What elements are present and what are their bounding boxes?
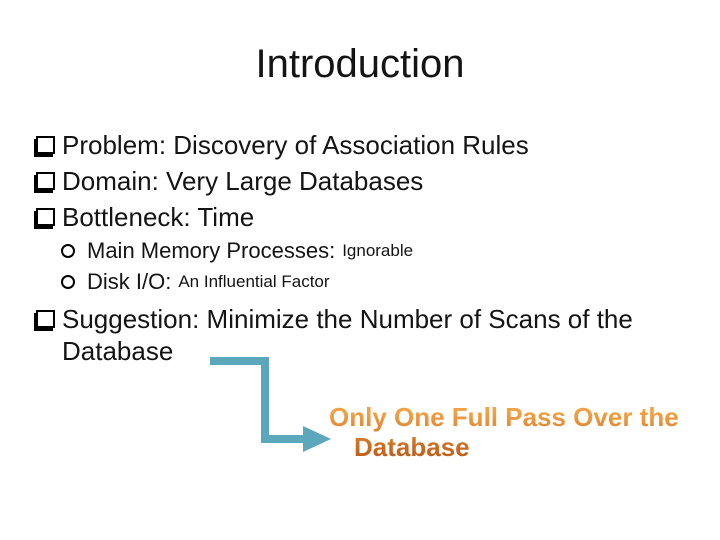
list-item: Bottleneck: Time xyxy=(33,199,699,235)
shadowed-square-bullet-icon xyxy=(36,310,55,328)
sub-bullet-text: Disk I/O: xyxy=(87,269,172,294)
bullet-text: Domain: Very Large Databases xyxy=(62,166,424,196)
list-item: Suggestion: Minimize the Number of Scans… xyxy=(33,303,699,367)
shadowed-square-bullet-icon xyxy=(36,172,55,190)
bullet-text: Problem: Discovery of Association Rules xyxy=(62,130,529,160)
bullet-text: Bottleneck: Time xyxy=(62,202,255,232)
list-item: Domain: Very Large Databases xyxy=(33,163,699,199)
slide-title: Introduction xyxy=(255,42,465,86)
elbow-arrow-icon xyxy=(210,357,331,452)
shadowed-square-bullet-icon xyxy=(36,208,55,226)
bullet-text: Suggestion: Minimize the Number of Scans… xyxy=(62,304,633,366)
wordart-text-line2: Database xyxy=(354,432,470,462)
sub-list-item: Disk I/O: An Influential Factor xyxy=(59,266,699,297)
slide-body: Problem: Discovery of Association Rules … xyxy=(33,127,699,367)
shadowed-square-bullet-icon xyxy=(36,136,55,154)
sub-bullet-text: Main Memory Processes: xyxy=(87,238,336,263)
circle-bullet-icon xyxy=(61,244,75,258)
list-item: Problem: Discovery of Association Rules xyxy=(33,127,699,163)
sub-bullet-note: An Influential Factor xyxy=(178,272,330,291)
elbow-arrow-shaft xyxy=(210,357,305,443)
sub-list-item: Main Memory Processes: Ignorable xyxy=(59,235,699,266)
elbow-arrow-head xyxy=(303,426,331,452)
circle-bullet-icon xyxy=(61,275,75,289)
wordart-text-line1: Only One Full Pass Over the xyxy=(329,402,679,432)
sub-list: Main Memory Processes: Ignorable Disk I/… xyxy=(59,235,699,297)
sub-bullet-note: Ignorable xyxy=(342,241,414,260)
wordart-callout: Only One Full Pass Over the Database xyxy=(329,404,679,460)
